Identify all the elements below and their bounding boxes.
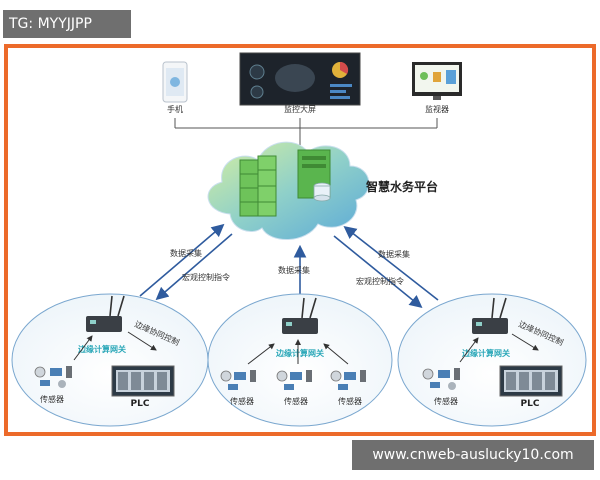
- edge-label-macro-control-right: 宏观控制指令: [356, 276, 404, 286]
- sensor-arrow-middle-1: [247, 343, 275, 365]
- gateway-label-left: 边缘计算网关: [77, 344, 126, 354]
- sensor-label-right: 传感器: [434, 396, 458, 406]
- plc-cabinet-right: [499, 365, 563, 397]
- sensor-label-middle-1: 传感器: [230, 396, 254, 406]
- cloud-shape: [207, 141, 370, 241]
- big-screen-label: 监控大屏: [284, 104, 316, 114]
- gateway-device-middle: [282, 297, 318, 334]
- gateway-label-right: 边缘计算网关: [461, 348, 510, 358]
- phone-label: 手机: [167, 104, 183, 114]
- server-rack-icon: [239, 155, 277, 217]
- plc-label-right: PLC: [521, 399, 540, 409]
- sensor-group-left: [34, 366, 72, 388]
- sensor-group-middle-1: [220, 370, 256, 390]
- sensor-label-middle-2: 传感器: [284, 396, 308, 406]
- monitor-label: 监视器: [425, 104, 449, 114]
- edge-control-arrow-right: [511, 333, 539, 351]
- gateway-device-right: [472, 297, 508, 334]
- gateway-label-middle: 边缘计算网关: [275, 348, 324, 358]
- gateway-device-left: [86, 295, 125, 332]
- plc-cabinet-left: [111, 365, 175, 397]
- sensor-group-middle-2: [276, 370, 312, 390]
- sensor-group-right: [422, 368, 460, 390]
- edge-label-data-collect-left: 数据采集: [170, 248, 202, 258]
- phone-device: [162, 61, 188, 103]
- server-tower-icon: [297, 149, 331, 202]
- tag-label: TG: MYYJJPP: [3, 10, 131, 38]
- sensor-label-middle-3: 传感器: [338, 396, 362, 406]
- platform-title: 智慧水务平台: [365, 179, 438, 194]
- big-screen-device: [239, 52, 361, 106]
- monitor-device: [412, 62, 462, 100]
- flow-arrows: [139, 223, 439, 309]
- watermark-banner: www.cnweb-auslucky10.com: [352, 440, 594, 470]
- sensor-arrow-left: [73, 335, 93, 361]
- sensor-label-left: 传感器: [40, 394, 64, 404]
- edge-node-ellipse-middle: [207, 293, 393, 427]
- edge-label-data-collect-right: 数据采集: [378, 249, 410, 259]
- edge-control-arrow-left: [127, 331, 157, 351]
- sensor-arrow-middle-3: [323, 343, 349, 365]
- sensor-group-middle-3: [330, 370, 366, 390]
- plc-label-left: PLC: [131, 399, 150, 409]
- terminal-connectors: [174, 118, 438, 146]
- sensor-arrow-right: [459, 337, 479, 363]
- edge-label-macro-control-left: 宏观控制指令: [182, 272, 230, 282]
- edge-label-data-collect-middle: 数据采集: [278, 265, 310, 275]
